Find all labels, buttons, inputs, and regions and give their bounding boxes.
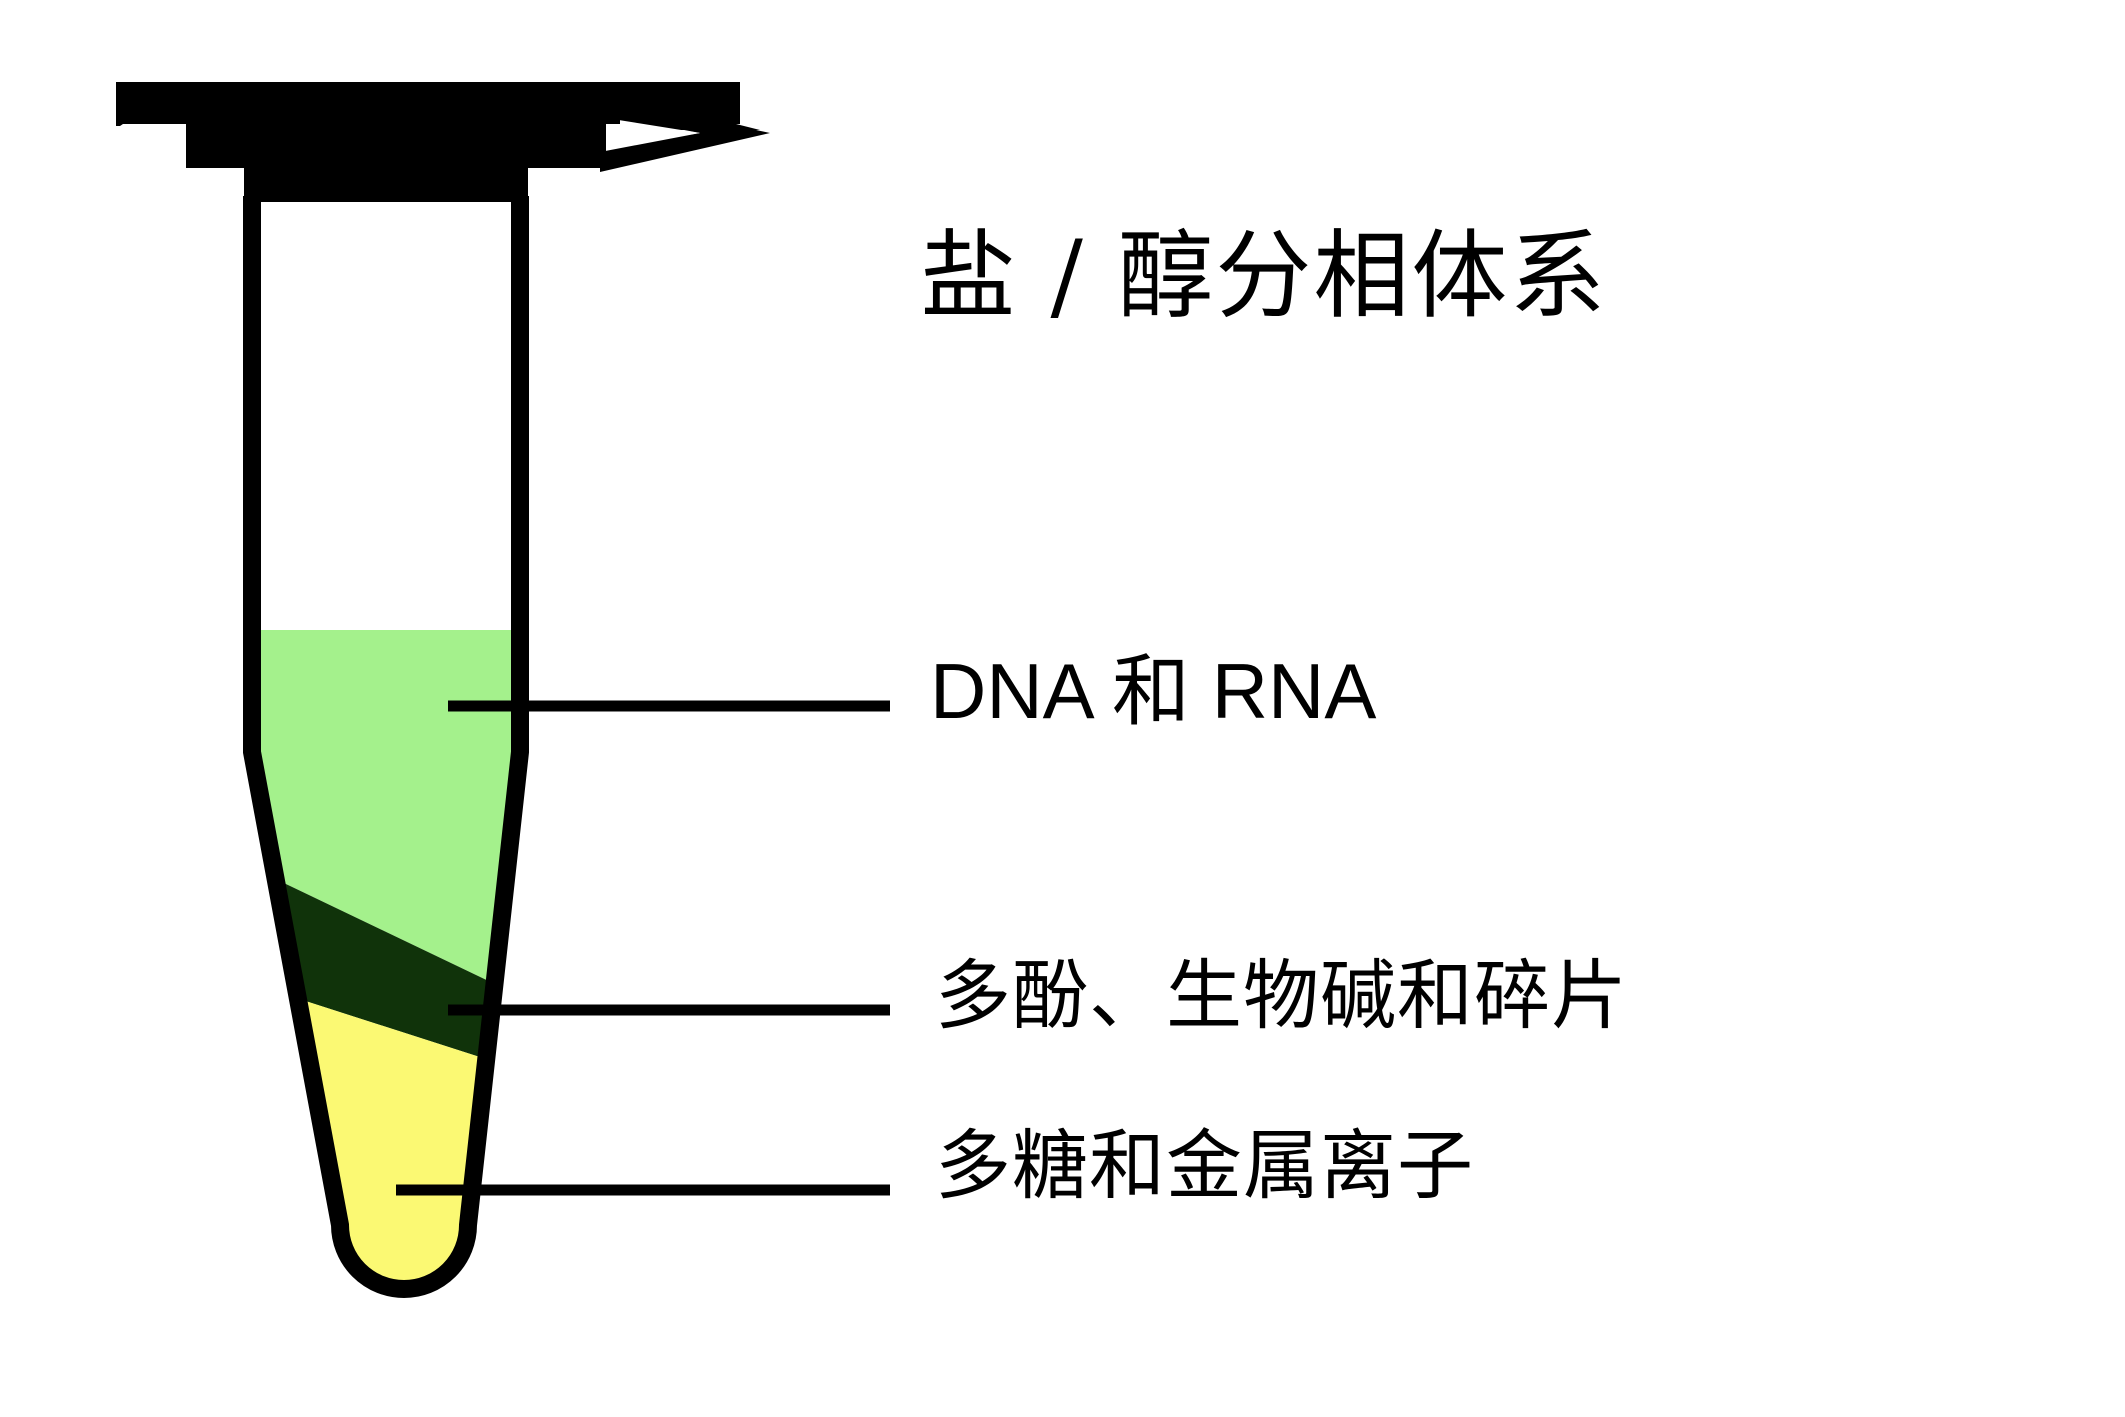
cap-front-face bbox=[186, 122, 520, 168]
label-polyphenols: 多酚、生物碱和碎片 bbox=[935, 951, 1628, 1040]
tube-headspace bbox=[252, 196, 520, 640]
cap-hinge-tab bbox=[590, 94, 770, 172]
tube-contents bbox=[252, 196, 520, 1289]
tube-body-outline bbox=[243, 196, 529, 1298]
cap-hinge-bridge bbox=[520, 82, 620, 124]
label-polysaccharides: 多糖和金属离子 bbox=[935, 1121, 1474, 1210]
label-dna-rna: DNA 和 RNA bbox=[930, 647, 1377, 735]
layer-upper-phase-dna-rna bbox=[252, 630, 520, 1008]
cap-hinge-bridge-lower bbox=[520, 122, 606, 168]
cap-left-bevel bbox=[116, 82, 186, 126]
page-title: 盐 / 醇分相体系 bbox=[920, 220, 1608, 332]
layer-interphase-polyphenols bbox=[252, 862, 520, 1078]
cap-hinge-notch bbox=[606, 118, 700, 148]
